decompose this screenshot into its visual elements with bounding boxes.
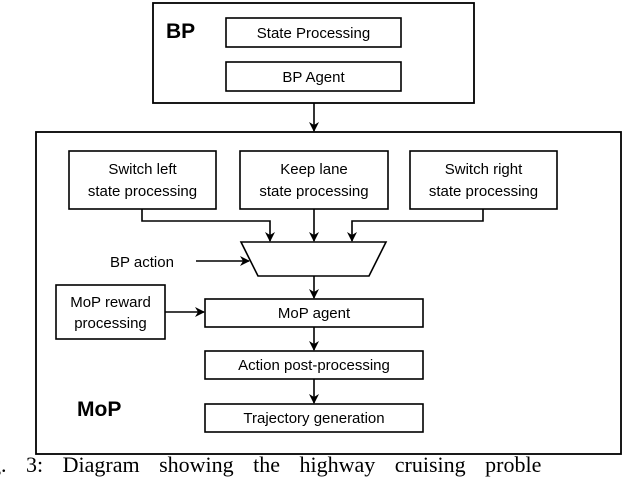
switch-right-box [409, 150, 558, 210]
reward-box [55, 284, 166, 340]
bp-label: BP [166, 20, 195, 43]
bp-state-processing-box [225, 17, 402, 48]
trajectory-box [204, 403, 424, 433]
figure-caption: g. 3: Diagram showing the highway cruisi… [0, 452, 542, 477]
bp-agent-box [225, 61, 402, 92]
switch-right-line1: Switch right [445, 161, 523, 178]
bp-state-processing-label: State Processing [257, 25, 370, 42]
bp-agent-label: BP Agent [282, 69, 345, 86]
switch-left-line1: Switch left [108, 161, 177, 178]
switch-left-line2: state processing [88, 183, 197, 200]
mop-container [35, 131, 622, 455]
switch-right-arrow [347, 209, 484, 242]
switch-left-box [68, 150, 217, 210]
mop-label: MoP [77, 398, 121, 421]
bp-action-label: BP action [110, 254, 174, 271]
switch-right-line2: state processing [429, 183, 538, 200]
multiplexer [239, 241, 388, 277]
mop-agent-label: MoP agent [278, 305, 351, 322]
keep-lane-line2: state processing [259, 183, 368, 200]
switch-left-arrow [141, 209, 275, 242]
reward-line2: processing [74, 315, 147, 332]
reward-line1: MoP reward [70, 294, 151, 311]
post-processing-label: Action post-processing [238, 357, 390, 374]
trajectory-label: Trajectory generation [243, 410, 384, 427]
keep-lane-line1: Keep lane [280, 161, 348, 178]
keep-lane-box [239, 150, 389, 210]
